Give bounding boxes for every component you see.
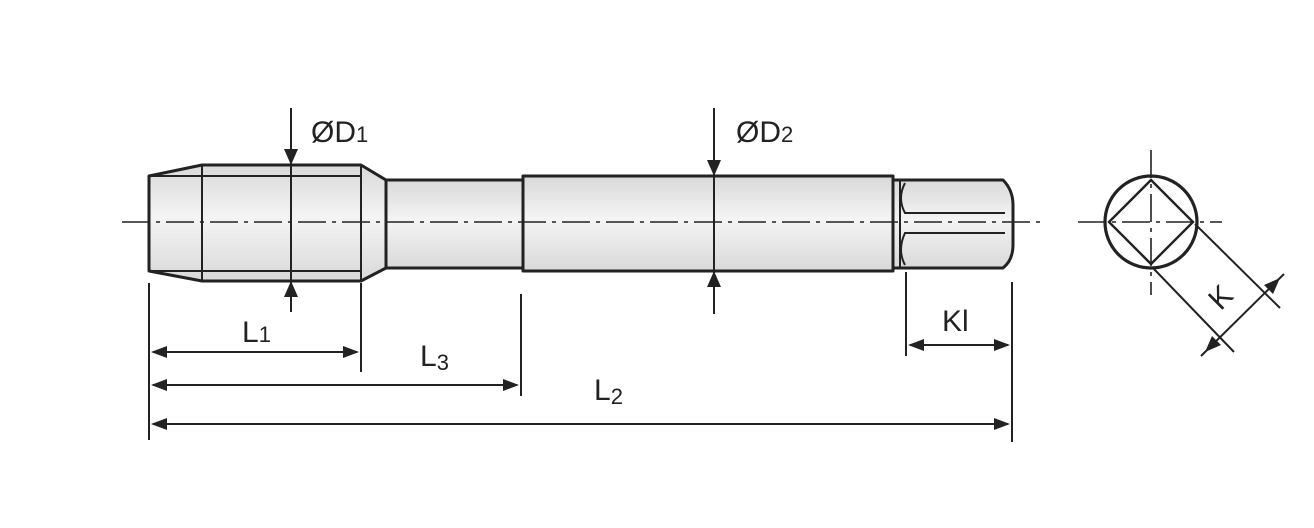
d2-dimension: ØD2 (707, 108, 793, 314)
square-flat-bottom (900, 232, 1005, 266)
kl-dimension: Kl (908, 305, 1010, 351)
k-arrow-2 (1205, 336, 1221, 352)
square-drive (891, 178, 1015, 270)
d1-label-letter: D (334, 116, 356, 149)
l1-label-sub: 1 (259, 322, 271, 347)
d2-arrow-top (707, 160, 721, 176)
d1-dimension: ØD1 (284, 108, 368, 312)
d2-label-symbol: Ø (736, 116, 759, 149)
l3-label-sub: 3 (437, 350, 449, 375)
shank-section (521, 174, 895, 273)
l2-label-letter: L (594, 374, 611, 407)
l2-label-sub: 2 (611, 384, 623, 409)
d1-arrow-bottom (284, 281, 298, 297)
svg-text:ØD2: ØD2 (736, 116, 793, 149)
d1-arrow-top (284, 149, 298, 165)
kl-label: Kl (942, 305, 969, 338)
square-flat-top (900, 182, 1005, 214)
svg-text:ØD1: ØD1 (311, 116, 368, 149)
l2-dimension: L2 (151, 374, 1010, 430)
svg-text:L3: L3 (420, 340, 449, 375)
k-label: K (1202, 279, 1239, 316)
l1-label-letter: L (242, 316, 259, 349)
tap-body (147, 163, 1015, 283)
d2-label-letter: D (759, 116, 781, 149)
extension-lines (148, 272, 1013, 442)
d2-label-sub: 2 (781, 122, 793, 147)
d1-label-sub: 1 (356, 122, 368, 147)
d2-arrow-bottom (707, 271, 721, 287)
k-arrow-1 (1264, 278, 1280, 294)
d1-label-symbol: Ø (311, 116, 334, 149)
l3-dimension: L3 (151, 340, 519, 391)
l1-dimension: L1 (151, 316, 359, 358)
l3-label-letter: L (420, 340, 437, 373)
neck-section (384, 178, 525, 270)
end-view (1078, 150, 1222, 295)
svg-text:L2: L2 (594, 374, 623, 409)
svg-text:L1: L1 (242, 316, 271, 349)
thread-section (147, 163, 388, 283)
